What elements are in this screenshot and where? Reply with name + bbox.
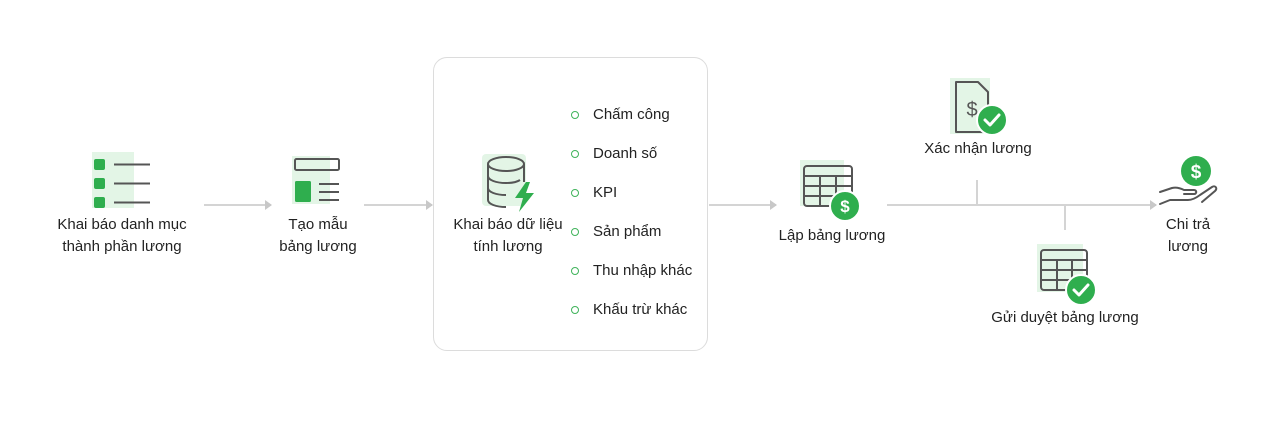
step-khai-bao-danh-muc-label-2: thành phần lương [62,238,182,255]
svg-text:$: $ [840,197,850,216]
step-lap-bang-label: Lập bảng lương [778,227,886,244]
connector-arrow [1120,200,1157,210]
data-source-label: Khấu trừ khác [593,301,688,318]
bullet-icon [571,188,579,197]
list-item: Chấm công [569,95,692,134]
data-source-label: Thu nhập khác [593,262,693,279]
branch-connector-down [1064,204,1066,230]
data-source-list: Chấm công Doanh số KPI Sản phẩm Thu nhập… [569,95,692,329]
step-chi-tra-label-1: Chi trả [1165,216,1211,233]
list-icon [92,152,150,208]
data-source-label: Sản phẩm [593,223,662,240]
list-item: Sản phẩm [569,212,692,251]
step-khai-bao-du-lieu-label-2: tính lương [473,238,543,255]
svg-text:$: $ [1191,162,1202,183]
data-declaration-card [433,57,708,351]
connector-arrow [709,200,777,210]
document-check-icon: $ [950,78,1008,136]
data-source-label: KPI [593,184,618,201]
bullet-icon [571,266,579,275]
database-bolt-icon [482,154,534,212]
connector-arrow [364,200,433,210]
data-source-label: Chấm công [593,106,670,123]
data-source-label: Doanh số [593,145,658,162]
hand-dollar-icon: $ [1159,156,1218,205]
branch-connector-up [976,180,978,204]
step-khai-bao-danh-muc-label-1: Khai báo danh mục [57,216,187,233]
bullet-icon [571,110,579,119]
branch-connector [887,204,1154,206]
list-item: Doanh số [569,134,692,173]
list-item: Khấu trừ khác [569,290,692,329]
step-xac-nhan-label: Xác nhận lương [924,140,1032,157]
table-dollar-icon: $ [800,160,861,222]
bullet-icon [571,227,579,236]
step-gui-duyet-label: Gửi duyệt bảng lương [991,309,1139,326]
list-item: Thu nhập khác [569,251,692,290]
template-icon [292,156,340,204]
step-chi-tra-label-2: lương [1168,238,1208,255]
bullet-icon [571,149,579,158]
step-khai-bao-du-lieu-label-1: Khai báo dữ liệu [453,216,563,233]
step-tao-mau-label-1: Tạo mẫu [288,216,348,233]
table-check-icon [1037,244,1097,306]
connector-arrow [204,200,272,210]
list-item: KPI [569,173,692,212]
bullet-icon [571,305,579,314]
svg-text:$: $ [966,99,977,121]
step-tao-mau-label-2: bảng lương [279,238,357,255]
